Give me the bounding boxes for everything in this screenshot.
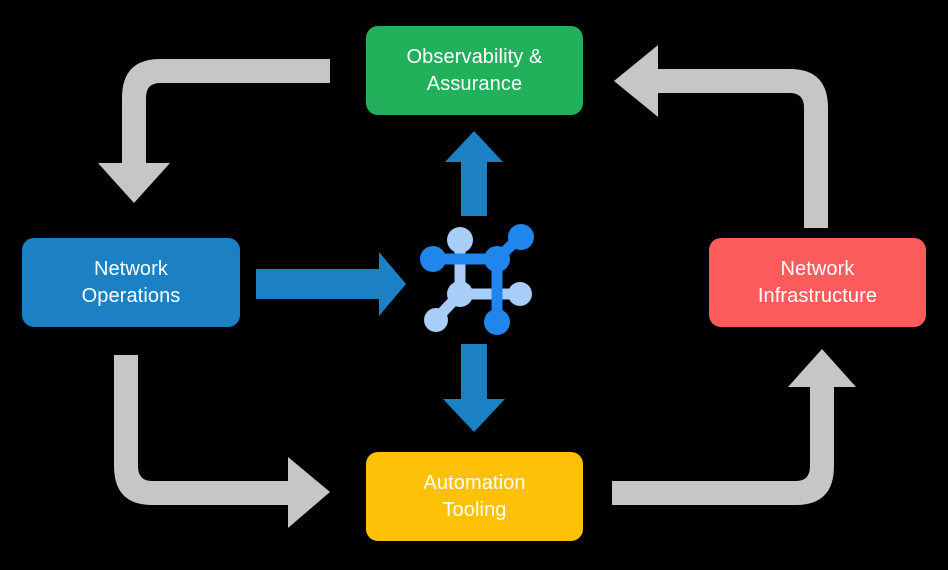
node-label-network-operations: Network Operations	[81, 257, 181, 307]
network-node-midleft-light	[447, 281, 473, 307]
arrow-center-to-automation	[443, 344, 505, 432]
network-node-hub	[484, 246, 510, 272]
arrow-center-to-observability	[445, 131, 503, 216]
arrow-infrastructure-to-observability	[614, 45, 828, 228]
network-icon-links-secondary	[429, 234, 525, 325]
node-box-observability[interactable]: Observability & Assurance	[366, 26, 583, 115]
network-icon-nodes	[420, 224, 534, 335]
arrow-automation-to-infrastructure	[612, 349, 856, 505]
node-label-network-infrastructure: Network Infrastructure	[757, 257, 878, 307]
node-box-automation-tooling[interactable]: Automation Tooling	[366, 452, 583, 541]
arrow-ops-to-center	[256, 252, 406, 316]
node-label-automation-tooling: Automation Tooling	[423, 471, 526, 521]
network-icon-links-primary	[427, 231, 526, 328]
node-box-network-operations[interactable]: Network Operations	[22, 238, 240, 327]
network-node-topright	[508, 224, 534, 250]
node-box-network-infrastructure[interactable]: Network Infrastructure	[709, 238, 926, 327]
arrow-ops-to-automation	[114, 355, 330, 528]
network-node-bottomleft-light	[424, 308, 448, 332]
network-node-midright-light	[508, 282, 532, 306]
network-node-top-light	[447, 227, 473, 253]
node-label-observability: Observability & Assurance	[406, 45, 543, 95]
network-node-left	[420, 246, 446, 272]
arrow-observability-to-ops	[98, 59, 330, 203]
network-node-bottom	[484, 309, 510, 335]
